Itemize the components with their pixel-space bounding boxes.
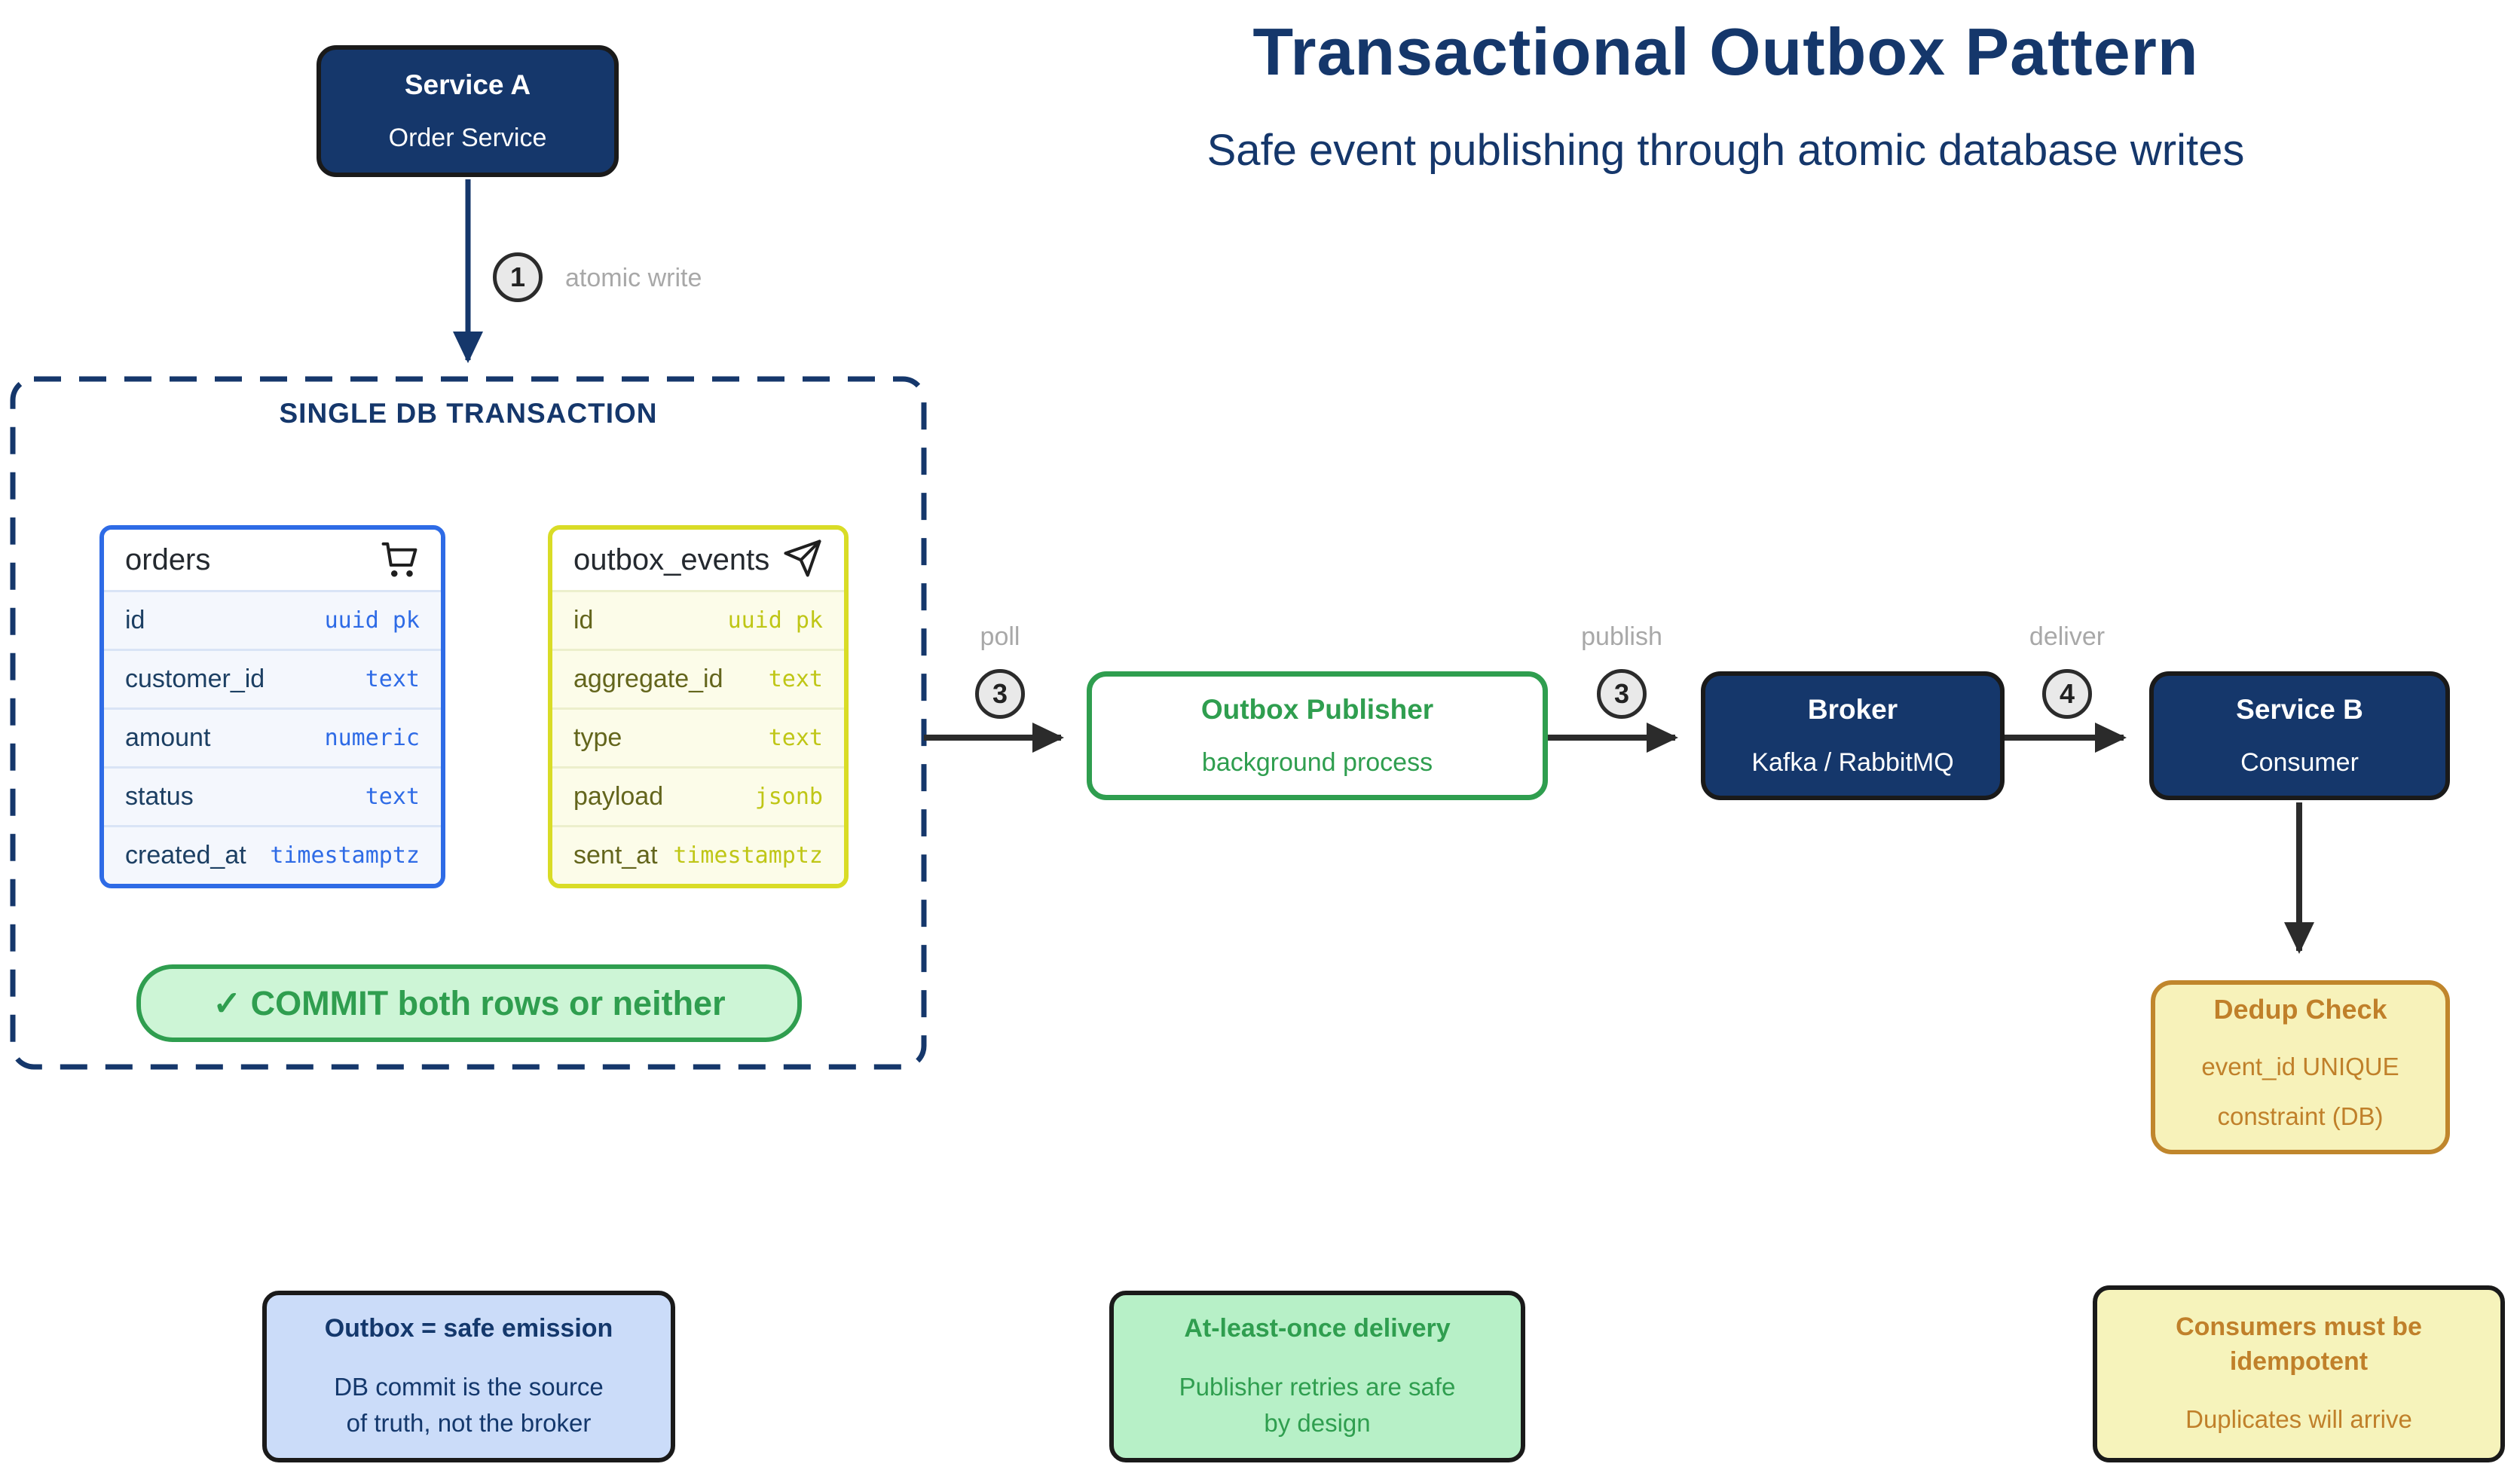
- field-type: numeric: [324, 725, 420, 751]
- node-outbox-publisher: Outbox Publisher background process: [1087, 671, 1548, 800]
- node-subtitle: Order Service: [388, 124, 547, 152]
- field-type: timestamptz: [673, 842, 823, 869]
- field-name: status: [125, 782, 194, 811]
- note-title: At-least-once delivery: [1184, 1314, 1451, 1343]
- note-title: Outbox = safe emission: [324, 1314, 613, 1343]
- page-subtitle: Safe event publishing through atomic dat…: [1206, 126, 2245, 175]
- field-name: sent_at: [573, 841, 658, 869]
- field-type: uuid pk: [324, 607, 420, 634]
- note-idempotent-consumers: Consumers must be idempotent Duplicates …: [2093, 1285, 2505, 1462]
- node-subtitle: background process: [1201, 748, 1433, 777]
- table-row: aggregate_id text: [552, 649, 844, 707]
- edge-label-publish: publish: [1581, 622, 1662, 651]
- node-title: Outbox Publisher: [1200, 694, 1434, 725]
- commit-banner: ✓ COMMIT both rows or neither: [136, 964, 802, 1042]
- transaction-label: SINGLE DB TRANSACTION: [279, 398, 658, 429]
- table-header: outbox_events: [552, 530, 844, 590]
- node-dedup-check: Dedup Check event_id UNIQUE constraint (…: [2151, 980, 2450, 1154]
- note-outbox-safe-emission: Outbox = safe emission DB commit is the …: [262, 1291, 675, 1462]
- node-title: Service B: [2236, 694, 2363, 725]
- node-service-a: Service A Order Service: [317, 45, 619, 177]
- table-orders: orders id uuid pk customer_id text amoun…: [99, 525, 445, 888]
- node-title: Service A: [404, 69, 531, 100]
- field-type: timestamptz: [270, 842, 420, 869]
- field-name: id: [125, 606, 145, 634]
- edge-label-poll: poll: [980, 622, 1020, 651]
- table-row: sent_at timestamptz: [552, 825, 844, 884]
- field-name: type: [573, 723, 622, 752]
- node-title: Dedup Check: [2213, 993, 2387, 1025]
- field-type: jsonb: [754, 784, 823, 810]
- node-broker: Broker Kafka / RabbitMQ: [1701, 671, 2005, 800]
- field-type: uuid pk: [727, 607, 823, 634]
- edge-label-deliver: deliver: [2029, 622, 2106, 651]
- table-row: type text: [552, 707, 844, 766]
- step-circle-poll: 3: [975, 669, 1025, 719]
- field-type: text: [768, 725, 823, 751]
- field-name: payload: [573, 782, 664, 811]
- field-type: text: [768, 666, 823, 692]
- table-row: status text: [104, 766, 441, 825]
- table-row: amount numeric: [104, 707, 441, 766]
- field-name: amount: [125, 723, 211, 752]
- field-type: text: [365, 784, 420, 810]
- node-body: event_id UNIQUE constraint (DB): [2201, 1052, 2399, 1130]
- step-circle-1: 1: [493, 252, 543, 302]
- field-name: aggregate_id: [573, 665, 723, 693]
- step-circle-publish: 3: [1597, 669, 1647, 719]
- table-row: payload jsonb: [552, 766, 844, 825]
- table-name: outbox_events: [573, 542, 770, 576]
- table-header: orders: [104, 530, 441, 590]
- edge-label-atomic-write: atomic write: [565, 264, 702, 292]
- table-row: customer_id text: [104, 649, 441, 707]
- table-row: created_at timestamptz: [104, 825, 441, 884]
- field-name: customer_id: [125, 665, 265, 693]
- table-row: id uuid pk: [104, 590, 441, 649]
- node-service-b: Service B Consumer: [2149, 671, 2450, 800]
- paper-plane-icon: [782, 538, 823, 582]
- note-body: Duplicates will arrive: [2185, 1405, 2412, 1434]
- note-at-least-once: At-least-once delivery Publisher retries…: [1109, 1291, 1525, 1462]
- field-type: text: [365, 666, 420, 692]
- table-outbox-events: outbox_events id uuid pk aggregate_id te…: [548, 525, 849, 888]
- diagram-header: Transactional Outbox Pattern Safe event …: [1010, 14, 2442, 176]
- table-row: id uuid pk: [552, 590, 844, 649]
- note-body: Publisher retries are safe by design: [1179, 1373, 1456, 1437]
- step-circle-deliver: 4: [2042, 669, 2092, 719]
- note-title: Consumers must be idempotent: [2176, 1312, 2422, 1376]
- table-name: orders: [125, 542, 211, 576]
- note-body: DB commit is the source of truth, not th…: [334, 1373, 604, 1437]
- node-subtitle: Kafka / RabbitMQ: [1751, 748, 1954, 777]
- node-subtitle: Consumer: [2240, 748, 2359, 777]
- page-title: Transactional Outbox Pattern: [1252, 14, 2199, 89]
- node-title: Broker: [1807, 694, 1898, 725]
- field-name: id: [573, 606, 594, 634]
- field-name: created_at: [125, 841, 246, 869]
- shopping-cart-icon: [379, 538, 420, 582]
